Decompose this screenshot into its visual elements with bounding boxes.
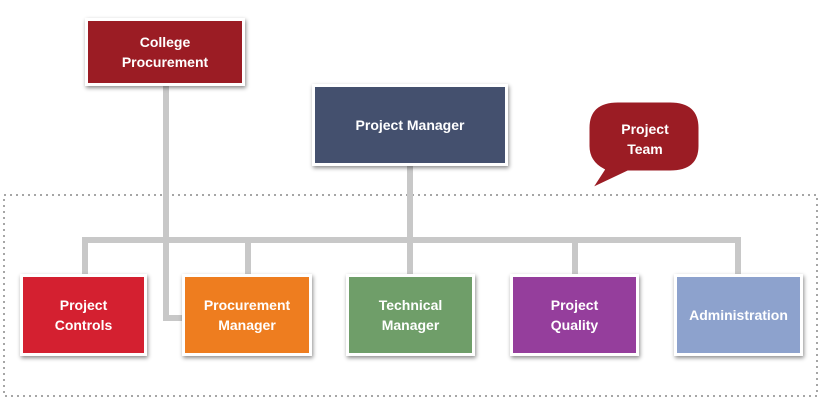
project-team-callout: Project Team xyxy=(585,109,705,169)
project-controls-box: Project Controls xyxy=(20,274,147,356)
procurement-manager-label-line-2: Manager xyxy=(218,317,276,333)
connector-college-procurement-to-procurement-manager xyxy=(163,85,185,321)
technical-manager-label-line-1: Technical xyxy=(378,297,443,313)
project-controls-label-line-1: Project xyxy=(59,297,108,313)
administration-box: Administration xyxy=(674,274,803,356)
project-quality-label-line-2: Quality xyxy=(550,317,599,333)
project-quality-label-line-1: Project xyxy=(550,297,599,313)
technical-manager-box: Technical Manager xyxy=(346,274,475,356)
college-procurement-label-line-1: College xyxy=(139,34,191,50)
project-team-boundary xyxy=(3,194,818,397)
project-manager-box: Project Manager xyxy=(312,84,508,166)
project-team-bubble xyxy=(585,99,702,194)
technical-manager-label-line-2: Manager xyxy=(381,317,440,333)
project-team-label-line-2: Team xyxy=(627,141,663,157)
project-quality-box: Project Quality xyxy=(510,274,639,356)
project-team-label-line-1: Project xyxy=(621,121,669,137)
college-procurement-box: College Procurement xyxy=(85,18,245,86)
project-controls-label-line-2: Controls xyxy=(54,317,113,333)
college-procurement-label-line-2: Procurement xyxy=(121,54,209,70)
project-manager-label: Project Manager xyxy=(355,117,465,133)
procurement-manager-box: Procurement Manager xyxy=(182,274,312,356)
procurement-manager-label-line-1: Procurement xyxy=(203,297,291,313)
administration-label: Administration xyxy=(689,307,788,323)
